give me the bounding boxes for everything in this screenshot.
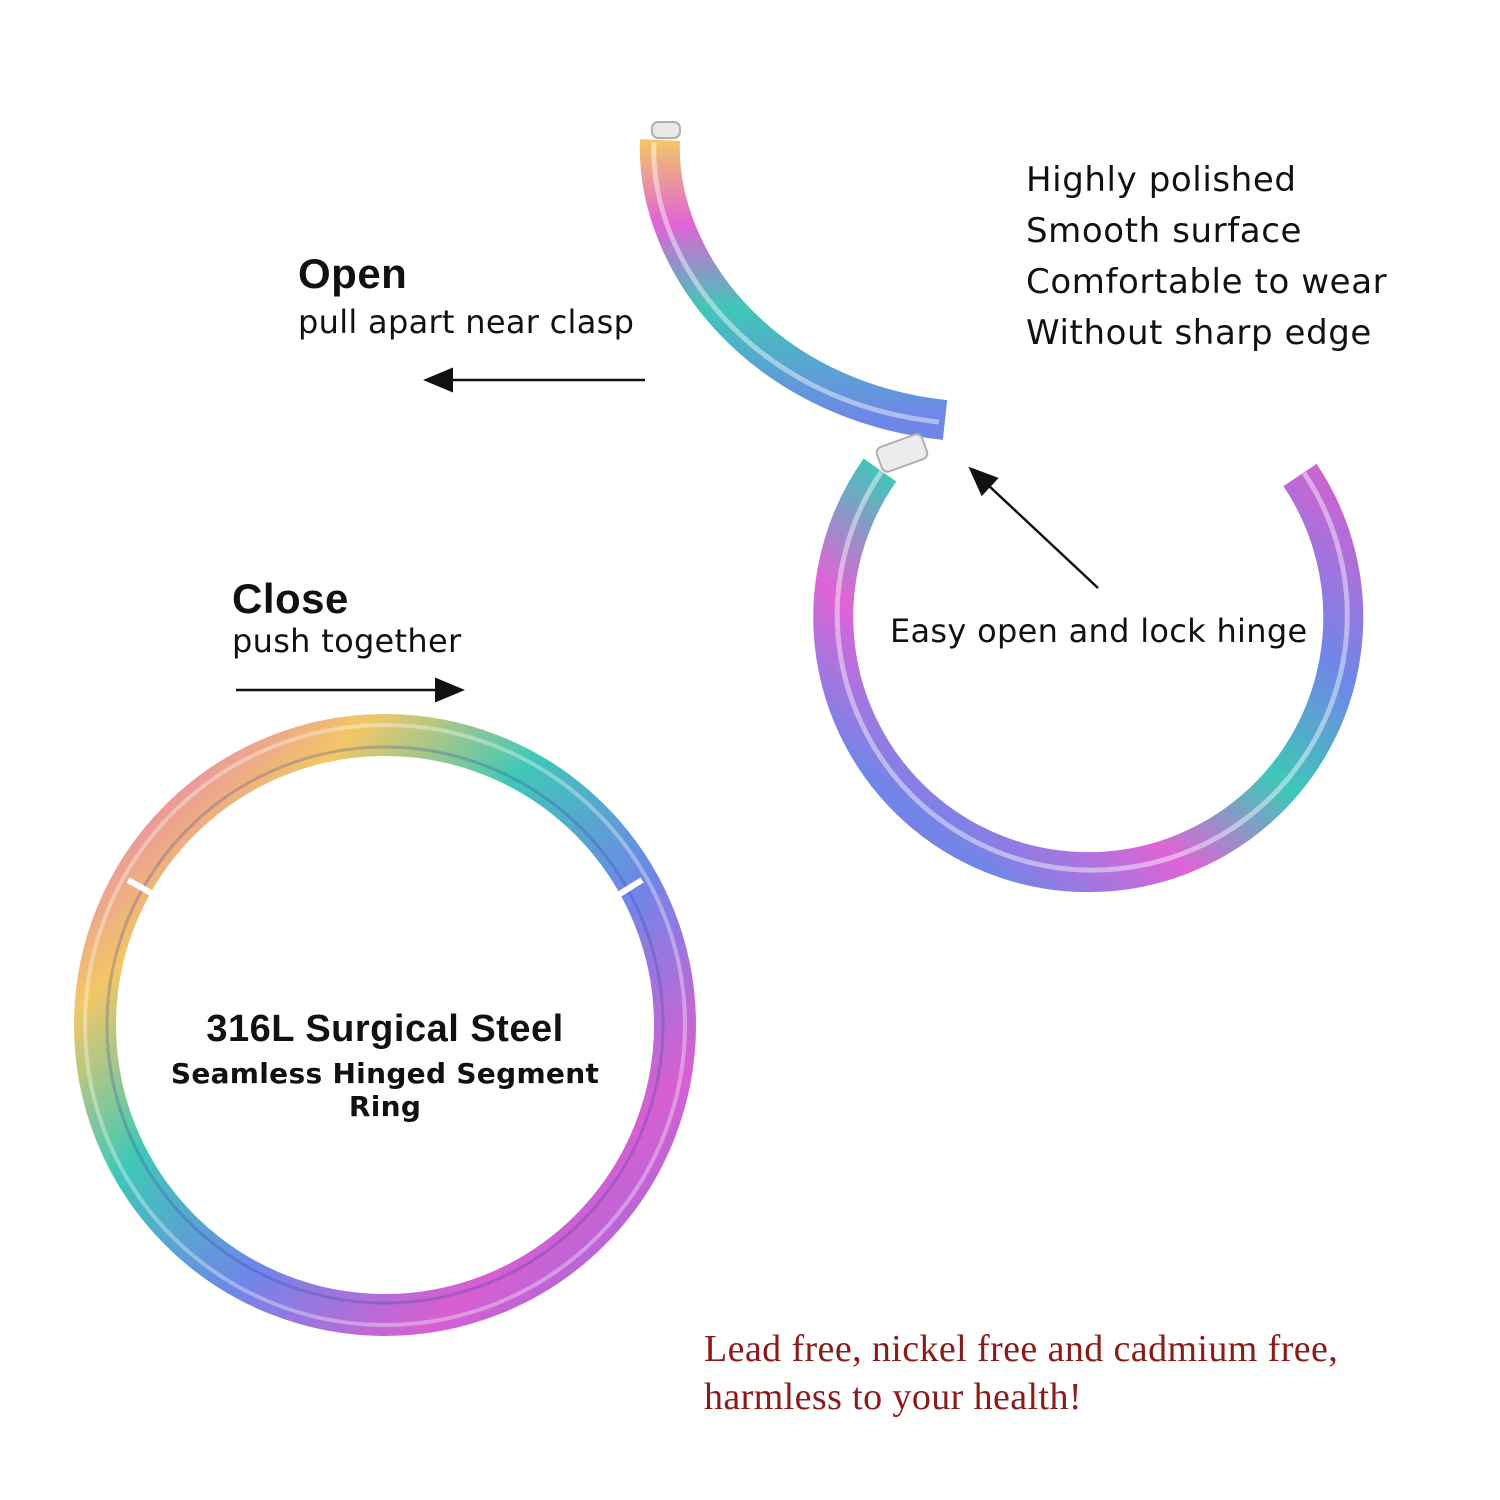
product-label: 316L Surgical Steel Seamless Hinged Segm…	[135, 1008, 635, 1123]
hinge-label: Easy open and lock hinge	[890, 612, 1308, 650]
feature-item: Comfortable to wear	[1026, 262, 1388, 302]
open-subtitle: pull apart near clasp	[298, 303, 635, 341]
hinge-arrow	[968, 466, 1099, 589]
safety-notice: Lead free, nickel free and cadmium free,…	[704, 1325, 1338, 1421]
safety-notice-line2: harmless to your health!	[704, 1376, 1082, 1418]
hinge-seam-left	[126, 877, 180, 911]
feature-item: Smooth surface	[1026, 211, 1303, 251]
product-material: 316L Surgical Steel	[206, 1008, 564, 1050]
feature-item: Highly polished	[1026, 160, 1297, 200]
closed-ring	[74, 714, 696, 1336]
product-type: Seamless Hinged Segment Ring	[170, 1057, 600, 1123]
hinge-seam-right	[600, 877, 644, 908]
open-title: Open	[298, 250, 408, 297]
safety-notice-line1: Lead free, nickel free and cadmium free,	[704, 1328, 1339, 1370]
open-ring-upper-segment	[639, 121, 948, 473]
feature-item: Without sharp edge	[1026, 313, 1372, 353]
feature-list: Highly polished Smooth surface Comfortab…	[1026, 155, 1387, 359]
clasp-pin	[651, 121, 681, 139]
hinge-block	[875, 433, 929, 473]
open-ring-lower-arc	[813, 458, 1364, 893]
close-subtitle: push together	[232, 622, 462, 660]
close-title: Close	[232, 575, 349, 622]
